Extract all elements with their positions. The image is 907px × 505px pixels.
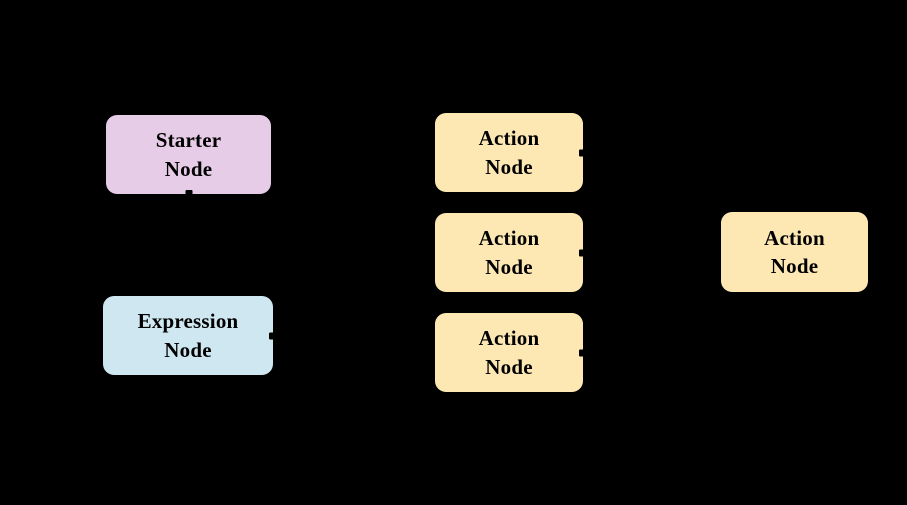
connector-port-right[interactable] (579, 149, 586, 156)
connector-port-right[interactable] (579, 349, 586, 356)
node-action-2-label-line2: Node (485, 254, 533, 279)
node-starter-label-line1: Starter (155, 128, 222, 153)
node-action-4-label-line2: Node (770, 254, 819, 278)
node-action-2[interactable]: Action Node (435, 213, 586, 292)
node-action-1[interactable]: Action Node (435, 113, 586, 192)
connector-port-bottom[interactable] (185, 190, 192, 197)
node-action-3[interactable]: Action Node (435, 313, 586, 392)
connector-port-right[interactable] (269, 332, 276, 339)
node-action-2-label-line1: Action (478, 226, 540, 251)
node-action-3-label-line2: Node (485, 354, 533, 379)
node-action-4-label-line1: Action (764, 225, 825, 250)
node-action-3-label-line1: Action (478, 326, 540, 351)
connector-port-right[interactable] (579, 249, 586, 256)
node-starter[interactable]: Starter Node (106, 115, 271, 197)
node-starter-label-line2: Node (164, 156, 213, 181)
node-expression-label-line1: Expression (137, 309, 239, 334)
node-action-1-label-line1: Action (478, 126, 540, 151)
node-action-4[interactable]: Action Node (721, 212, 868, 292)
node-action-1-label-line2: Node (485, 154, 533, 179)
node-expression-label-line2: Node (164, 337, 212, 362)
node-expression[interactable]: Expression Node (103, 296, 276, 375)
